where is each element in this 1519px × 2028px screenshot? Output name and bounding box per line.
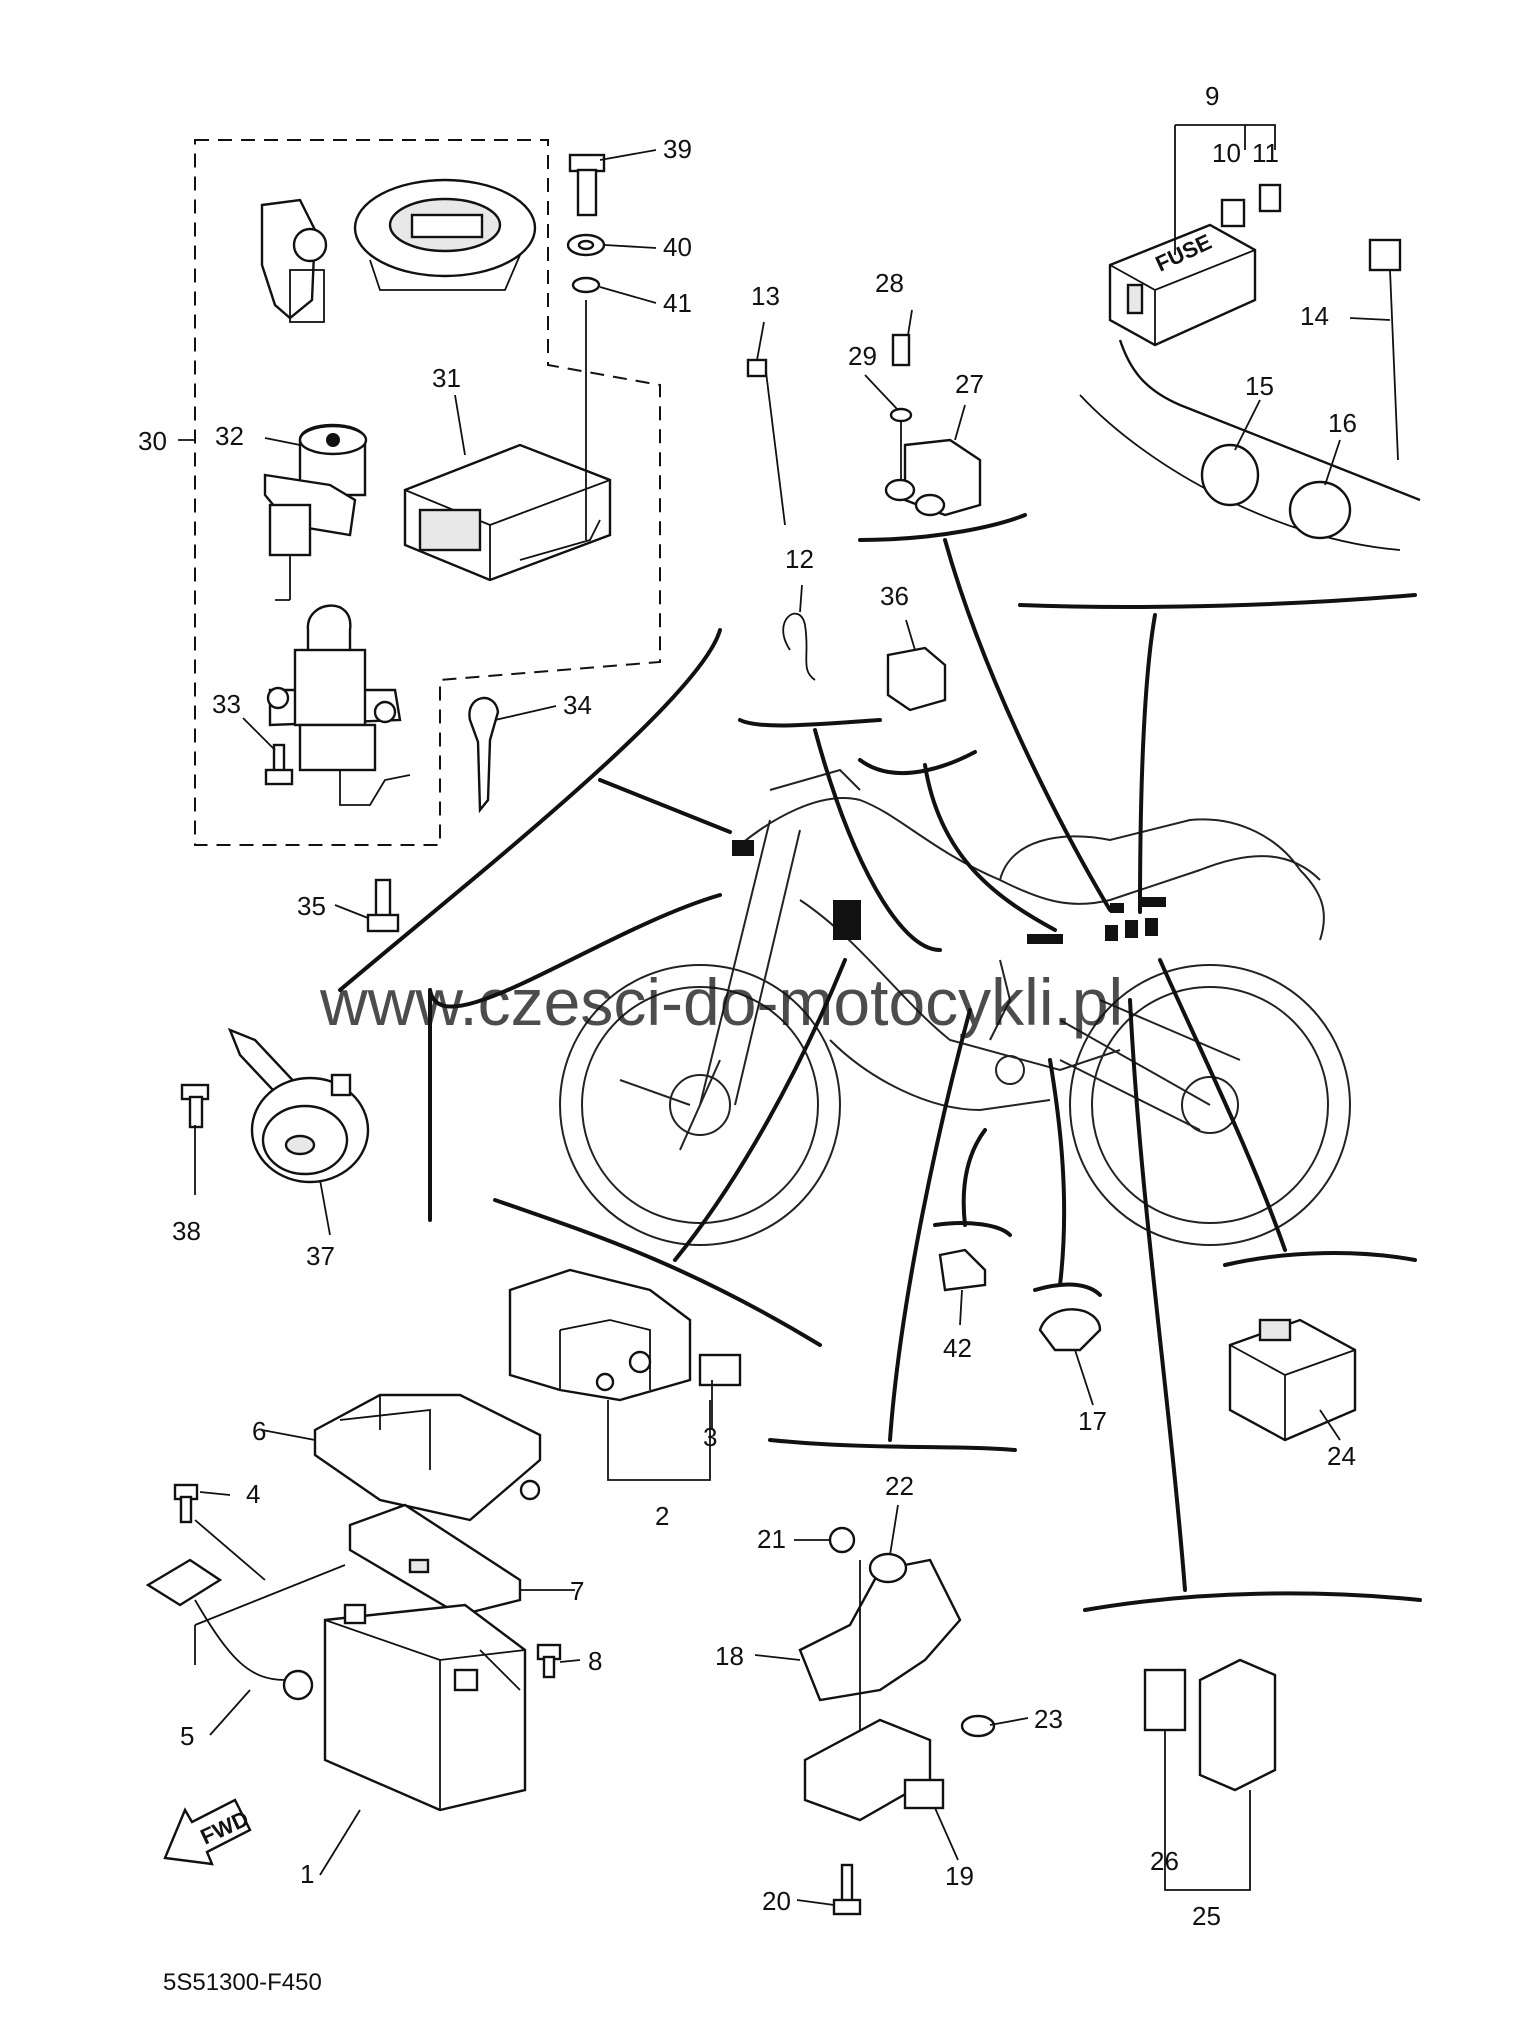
callout-7: 7: [570, 1576, 584, 1606]
callout-33: 33: [212, 689, 241, 719]
callout-12: 12: [785, 544, 814, 574]
callout-2: 2: [655, 1501, 669, 1531]
callout-25: 25: [1192, 1901, 1221, 1931]
callout-27: 27: [955, 369, 984, 399]
callout-19: 19: [945, 1861, 974, 1891]
callout-1: 1: [300, 1859, 314, 1889]
callout-34: 34: [563, 690, 592, 720]
callout-23: 23: [1034, 1704, 1063, 1734]
leader-lines: [178, 149, 1391, 1906]
callout-38: 38: [172, 1216, 201, 1246]
callout-37: 37: [306, 1241, 335, 1271]
callout-32: 32: [215, 421, 244, 451]
battery-parts: FWD: [145, 1268, 742, 1866]
callout-17: 17: [1078, 1406, 1107, 1436]
callout-42: 42: [943, 1333, 972, 1363]
group-brackets: [194, 139, 1422, 1612]
callout-41: 41: [663, 288, 692, 318]
watermark: www.czesci-do-motocykli.pl: [319, 965, 1123, 1039]
callout-35: 35: [297, 891, 326, 921]
callout-15: 15: [1245, 371, 1274, 401]
callout-31: 31: [432, 363, 461, 393]
relay-unit-parts: [938, 1248, 1357, 1891]
callout-11: 11: [1252, 138, 1279, 168]
callout-30: 30: [138, 426, 167, 456]
callout-14: 14: [1300, 301, 1329, 331]
callout-13: 13: [751, 281, 780, 311]
fuse-box-parts: FUSE: [746, 124, 1421, 712]
callout-18: 18: [715, 1641, 744, 1671]
callouts: 1 2 3 4 5 6 7 8 9 10 11 12 13 14 15 16 1…: [138, 81, 1357, 1931]
callout-40: 40: [663, 232, 692, 262]
callout-22: 22: [885, 1471, 914, 1501]
callout-36: 36: [880, 581, 909, 611]
regulator-parts: [798, 1526, 996, 1916]
callout-26: 26: [1150, 1846, 1179, 1876]
callout-8: 8: [588, 1646, 602, 1676]
callout-5: 5: [180, 1721, 194, 1751]
callout-16: 16: [1328, 408, 1357, 438]
callout-3: 3: [703, 1422, 717, 1452]
ignition-set-parts: [260, 153, 612, 933]
callout-21: 21: [757, 1524, 786, 1554]
callout-4: 4: [246, 1479, 260, 1509]
motorcycle-outline: [559, 768, 1351, 1246]
callout-28: 28: [875, 268, 904, 298]
callout-6: 6: [252, 1416, 266, 1446]
horn-parts: [180, 1027, 370, 1184]
callout-9: 9: [1205, 81, 1219, 111]
callout-39: 39: [663, 134, 692, 164]
callout-29: 29: [848, 341, 877, 371]
catalog-code: 5S51300-F450: [163, 1969, 322, 1996]
callout-24: 24: [1327, 1441, 1356, 1471]
callout-20: 20: [762, 1886, 791, 1916]
callout-10: 10: [1212, 138, 1241, 168]
